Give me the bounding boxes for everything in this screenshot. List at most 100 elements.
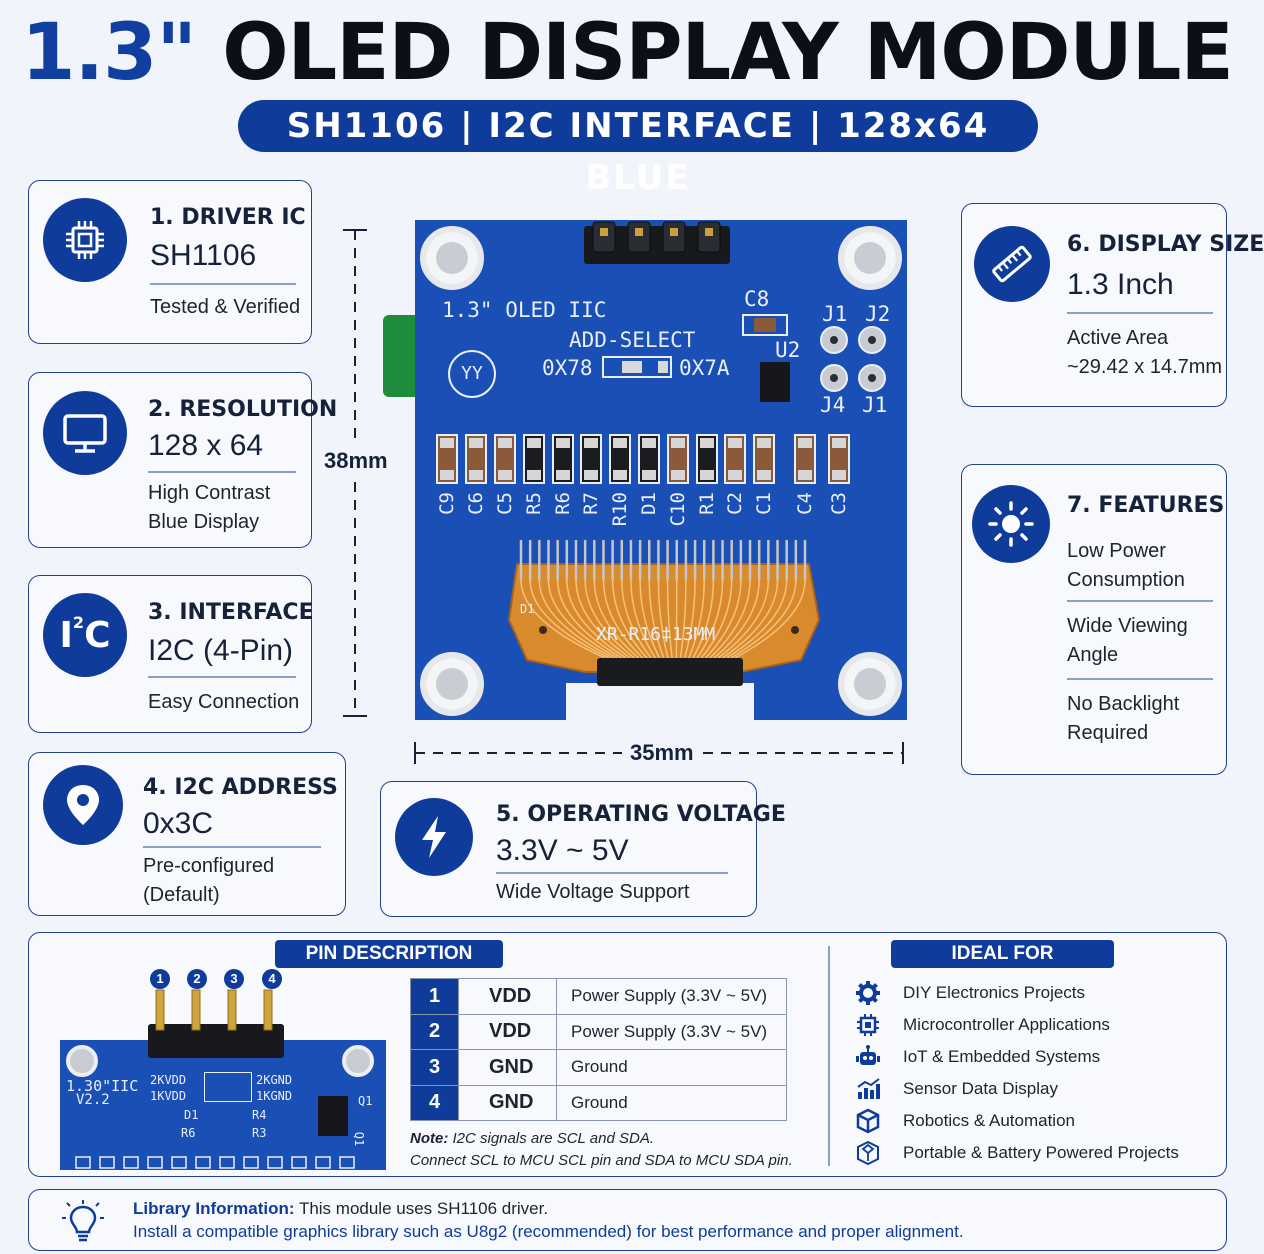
fpc-trace (538, 579, 614, 659)
chip-icon (43, 198, 127, 282)
robot-icon (853, 1042, 883, 1072)
smd-terminal (498, 438, 512, 448)
lightning-icon (395, 798, 473, 876)
table-row: 2 VDD Power Supply (3.3V ~ 5V) (410, 1013, 787, 1050)
features-divider-1 (1067, 600, 1213, 602)
pin-cell-name: GND (458, 1084, 557, 1121)
i2c-icon-sup: 2 (72, 612, 85, 632)
fpc-trace (556, 579, 623, 659)
fpc-trace (602, 579, 644, 659)
title-main: OLED DISPLAY MODULE (222, 8, 1234, 98)
display-size-divider (1067, 312, 1213, 314)
smd-label: C4 (794, 492, 816, 515)
mini-pad (123, 1156, 139, 1169)
fpc-trace (717, 579, 770, 659)
fpc-trace (692, 579, 715, 659)
smd-terminal (556, 438, 570, 448)
smd-body (523, 434, 545, 484)
smd-body (794, 434, 816, 484)
chart-icon (853, 1074, 883, 1104)
display-flex-tab (383, 315, 417, 397)
board-silk-j1-top: J1 (822, 302, 848, 326)
feature-line2: Required (1067, 722, 1149, 744)
fpc-trace (593, 579, 640, 659)
library-line1: This module uses SH1106 driver. (298, 1199, 549, 1218)
box-icon (853, 1138, 883, 1168)
u2-regulator (760, 362, 790, 402)
mini-silk-r3: R3 (252, 1126, 267, 1140)
mounting-hole (838, 226, 902, 290)
mini-silk-version: V2.2 (76, 1092, 110, 1108)
smd-terminal (527, 470, 541, 480)
pin-number-badge: 4 (262, 969, 282, 989)
table-row: 1 VDD Power Supply (3.3V ~ 5V) (410, 978, 787, 1015)
smd-terminal (757, 438, 771, 448)
board-silk-j2: J2 (865, 302, 891, 326)
fpc-trace (575, 579, 631, 659)
interface-heading: 3. INTERFACE (148, 600, 314, 625)
list-item: DIY Electronics Projects (853, 977, 1179, 1009)
smd-label: C10 (667, 492, 689, 527)
list-item: Portable & Battery Powered Projects (853, 1137, 1179, 1169)
display-size-note-line1: Active Area (1067, 327, 1169, 349)
ideal-item-label: Microcontroller Applications (903, 1015, 1110, 1034)
feature-line1: Wide Viewing (1067, 615, 1188, 637)
smd-terminal (728, 470, 742, 480)
fpc-trace (721, 579, 779, 659)
smd-component: C6 (463, 434, 489, 534)
pin-cell-description: Ground (556, 1084, 787, 1121)
feature-line2: Angle (1067, 644, 1119, 666)
resolution-note-line2: Blue Display (148, 511, 260, 533)
fpc-trace (666, 579, 673, 659)
smd-label: R5 (523, 492, 545, 515)
pin-description-heading: PIN DESCRIPTION (275, 940, 503, 968)
mini-pad (75, 1156, 91, 1169)
address-value: 0x3C (143, 807, 214, 840)
pin-cell-description: Power Supply (3.3V ~ 5V) (556, 1013, 787, 1050)
chip-icon (853, 1010, 883, 1040)
smd-terminal (798, 470, 812, 480)
mounting-hole (420, 652, 484, 716)
fpc-label-left: D1 (520, 602, 535, 616)
fpc-trace (547, 579, 618, 659)
smd-terminal (728, 438, 742, 448)
smd-terminal (700, 438, 714, 448)
smd-terminal (584, 438, 598, 448)
mini-pad (339, 1156, 355, 1169)
i2c-icon-main: I (59, 614, 73, 656)
smd-component: R6 (550, 434, 576, 534)
smd-terminal (671, 470, 685, 480)
voltage-note: Wide Voltage Support (496, 881, 690, 903)
board-silk-addr-left: 0X78 (542, 356, 593, 380)
smd-label: R10 (609, 492, 631, 527)
mini-pad (243, 1156, 259, 1169)
i2c-icon-end: C (84, 614, 111, 656)
page-title: 1.3" OLED DISPLAY MODULE (0, 8, 1254, 98)
address-resistor (622, 361, 642, 373)
smd-component: C9 (434, 434, 460, 534)
width-dimension-line (414, 742, 904, 764)
pin-cell-number: 1 (410, 978, 459, 1015)
display-size-heading: 6. DISPLAY SIZE (1067, 232, 1264, 257)
smd-terminal (584, 470, 598, 480)
ideal-item-label: IoT & Embedded Systems (903, 1047, 1101, 1066)
board-cutout (566, 683, 754, 723)
smd-terminal (469, 438, 483, 448)
feature-line1: Low Power (1067, 540, 1166, 562)
address-heading: 4. I2C ADDRESS (143, 775, 338, 800)
pin-note-line2: Connect SCL to MCU SCL pin and SDA to MC… (410, 1152, 793, 1169)
library-line2: Install a compatible graphics library su… (133, 1222, 964, 1241)
ideal-item-label: DIY Electronics Projects (903, 983, 1086, 1002)
smd-component: C2 (722, 434, 748, 534)
resolution-value: 128 x 64 (148, 429, 264, 462)
interface-value: I2C (4-Pin) (148, 634, 294, 667)
display-size-note: Active Area ~29.42 x 14.7mm (1067, 324, 1222, 382)
mini-silk-r6: R6 (181, 1126, 196, 1140)
list-item: Microcontroller Applications (853, 1009, 1179, 1041)
pin-cell-description: Power Supply (3.3V ~ 5V) (556, 978, 787, 1015)
fpc-trace (713, 579, 760, 659)
features-divider-2 (1067, 678, 1213, 680)
mini-pad (219, 1156, 235, 1169)
smd-body (465, 434, 487, 484)
driver-value: SH1106 (150, 239, 257, 272)
